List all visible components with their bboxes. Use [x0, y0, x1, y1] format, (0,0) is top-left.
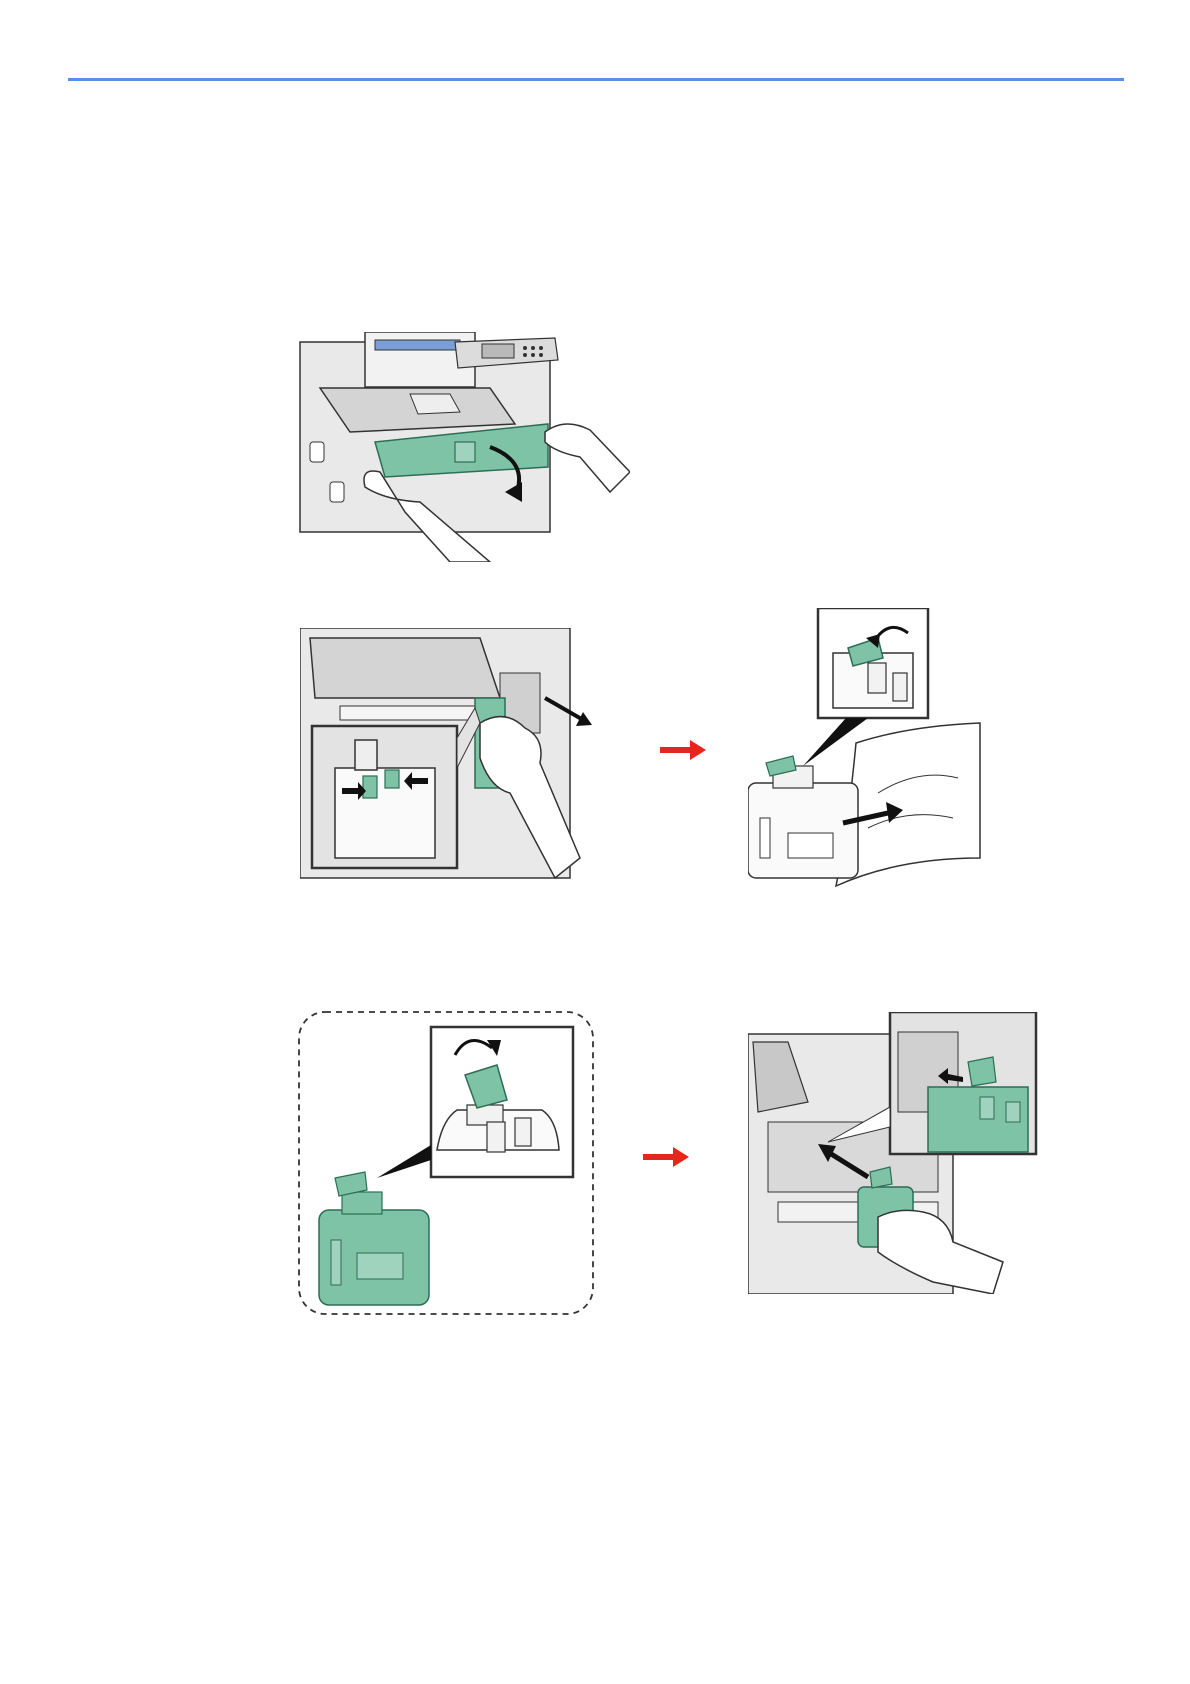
- red-right-arrow-icon: [643, 1145, 691, 1169]
- container-into-plastic-bag-illustration: [748, 608, 988, 898]
- new-container-install-illustration: [748, 1012, 1038, 1294]
- toner-container-removal-illustration: [300, 628, 630, 888]
- red-right-arrow-icon: [660, 738, 708, 762]
- container-cap-close-illustration: [297, 1010, 597, 1320]
- header-rule: [68, 78, 1124, 81]
- printer-front-cover-open-illustration: [290, 332, 630, 562]
